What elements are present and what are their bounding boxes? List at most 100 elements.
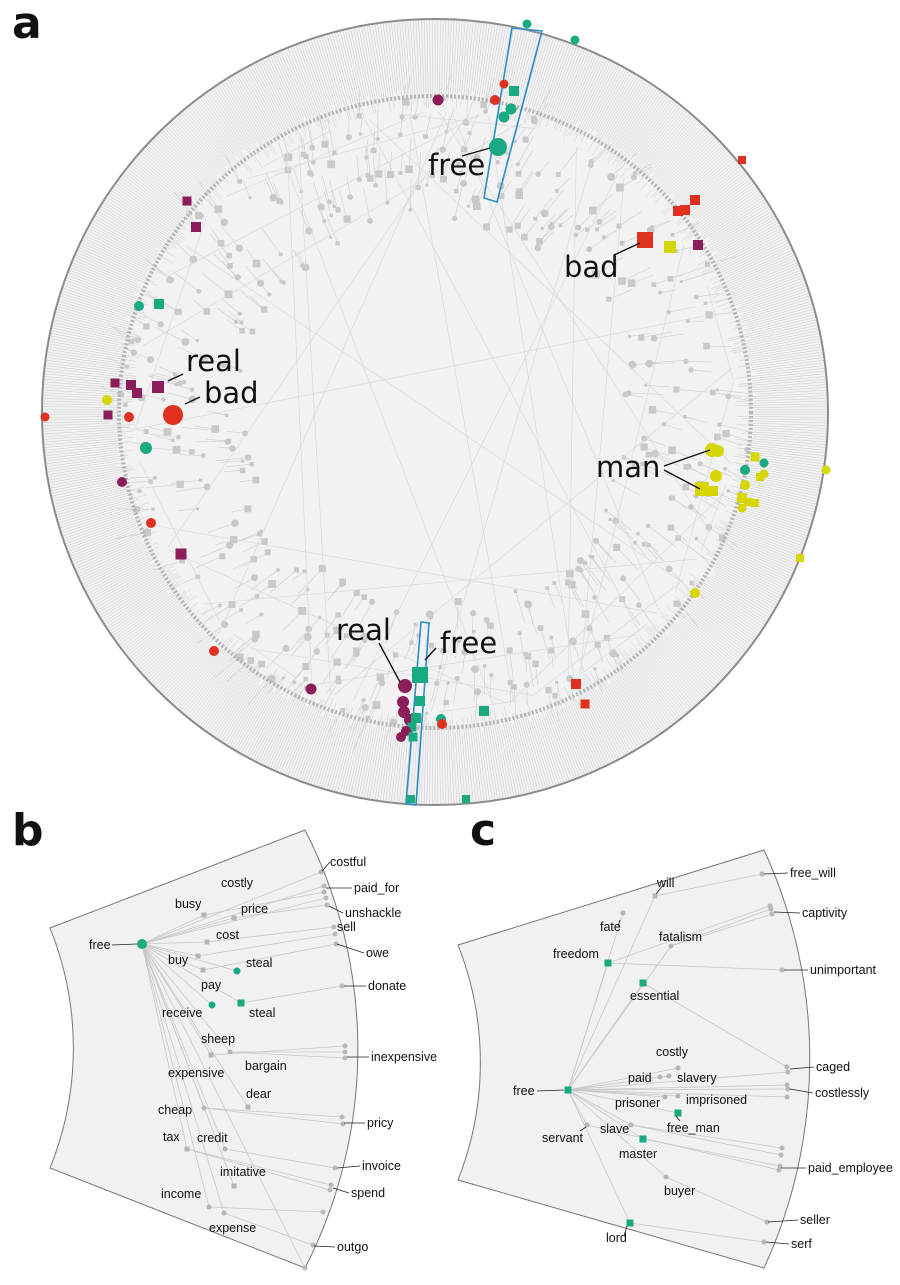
radial-edge xyxy=(664,636,716,687)
radial-edge xyxy=(48,465,117,478)
gray-node xyxy=(376,673,385,682)
radial-edge xyxy=(524,715,546,789)
gray-node xyxy=(462,119,470,126)
radial-edge xyxy=(44,435,125,443)
radial-edge xyxy=(490,26,506,107)
gray-node xyxy=(218,603,223,608)
gray-node xyxy=(586,625,593,631)
inner-edge xyxy=(618,211,642,227)
label-leader xyxy=(767,1219,799,1223)
radial-edge xyxy=(377,24,392,113)
gray-node xyxy=(682,483,690,491)
cross-link xyxy=(281,153,495,707)
word-node xyxy=(462,795,470,803)
radial-edge xyxy=(717,542,791,577)
gray-node xyxy=(163,427,172,436)
radial-edge xyxy=(48,465,131,481)
word-node xyxy=(759,458,769,468)
radial-edge xyxy=(382,722,394,801)
gray-node xyxy=(668,446,676,455)
radial-edge xyxy=(145,614,214,677)
radial-edge xyxy=(355,715,373,797)
radial-edge xyxy=(229,78,277,155)
radial-edge xyxy=(518,34,541,112)
radial-edge xyxy=(258,688,296,762)
inner-edge xyxy=(644,438,667,447)
radial-edge xyxy=(436,724,438,804)
inner-edge xyxy=(145,484,181,489)
radial-edge xyxy=(498,721,515,797)
radial-edge xyxy=(584,65,620,132)
radial-edge xyxy=(293,46,326,130)
gray-node xyxy=(667,524,675,531)
radial-edge xyxy=(43,416,130,418)
radial-edge xyxy=(68,272,148,303)
inner-edge xyxy=(154,326,186,343)
radial-edge xyxy=(213,88,262,159)
radial-edge xyxy=(141,621,200,673)
radial-edge xyxy=(688,572,767,623)
leaf-edge xyxy=(223,1212,314,1246)
radial-edge xyxy=(685,613,741,658)
gray-node xyxy=(627,279,636,287)
gray-node xyxy=(244,505,252,513)
cross-link xyxy=(142,123,519,347)
radial-edge xyxy=(654,645,704,698)
inner-edge xyxy=(537,160,551,175)
inner-edge xyxy=(654,453,678,464)
radial-edge xyxy=(358,729,373,797)
gray-node xyxy=(604,508,608,513)
node-label: unimportant xyxy=(810,963,877,977)
radial-edge xyxy=(329,707,353,790)
inner-edge xyxy=(460,153,469,174)
node-label: freedom xyxy=(553,947,599,961)
radial-edge xyxy=(692,177,750,220)
leaf-edge xyxy=(629,1222,765,1243)
radial-edge xyxy=(86,232,151,266)
radial-edge xyxy=(253,694,288,760)
radial-edge xyxy=(744,431,827,437)
gray-node xyxy=(335,612,341,618)
gray-node xyxy=(516,188,523,195)
radial-edge xyxy=(388,22,398,99)
radial-edge xyxy=(241,674,286,753)
radial-edge xyxy=(87,558,155,594)
node-label: serf xyxy=(791,1237,812,1251)
tree-node xyxy=(666,1073,672,1079)
gray-node xyxy=(356,113,362,119)
cross-link xyxy=(135,312,719,430)
gray-node xyxy=(393,609,400,615)
word-node xyxy=(505,103,517,115)
inner-edge xyxy=(603,229,619,238)
radial-edge xyxy=(49,469,135,486)
leaf-node xyxy=(320,1209,326,1215)
radial-edge xyxy=(701,232,784,275)
gray-node xyxy=(303,632,312,641)
radial-edge xyxy=(719,225,780,259)
radial-edge xyxy=(675,610,738,663)
gray-node xyxy=(318,615,322,619)
radial-edge xyxy=(678,622,732,669)
gray-node xyxy=(631,462,636,467)
radial-edge xyxy=(750,438,826,446)
radial-edge xyxy=(653,647,702,700)
gray-node xyxy=(588,206,597,215)
tree-edge xyxy=(567,1089,667,1178)
gray-node xyxy=(300,263,304,268)
cross-link xyxy=(298,144,331,694)
tree-edge xyxy=(141,943,242,1004)
cross-link xyxy=(310,634,636,686)
gray-node xyxy=(428,614,434,620)
radial-edge xyxy=(85,555,151,589)
radial-edge xyxy=(421,713,425,804)
radial-edge xyxy=(53,484,134,505)
radial-edge xyxy=(745,442,826,451)
gray-node xyxy=(170,278,175,282)
inner-edge xyxy=(369,677,381,702)
radial-edge xyxy=(224,672,270,744)
radial-edge xyxy=(719,522,801,554)
radial-edge xyxy=(465,21,474,101)
inner-edge xyxy=(224,362,241,372)
leader-bad-right xyxy=(613,242,641,256)
gray-node xyxy=(513,589,518,593)
